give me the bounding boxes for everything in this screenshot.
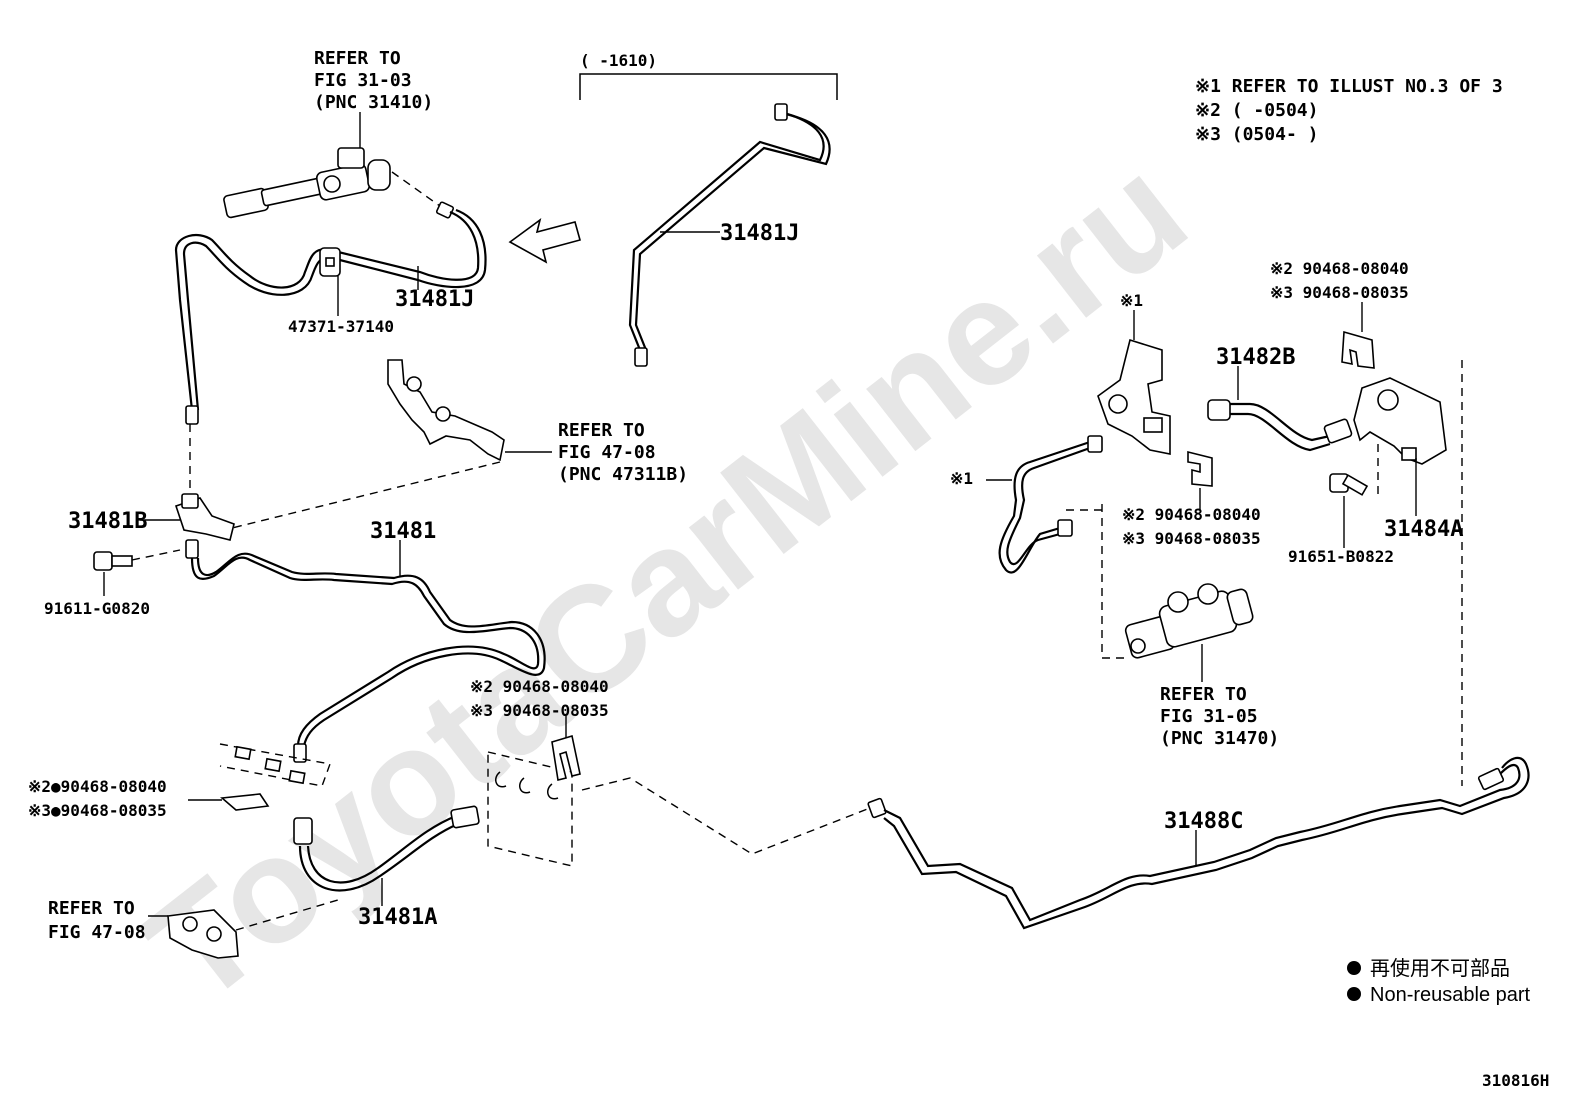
figure-code: 310816H: [1482, 1071, 1549, 1090]
bracket-31484A[interactable]: [1353, 377, 1447, 465]
clip-left[interactable]: [220, 793, 270, 811]
range-bracket: ( -1610): [579, 51, 838, 100]
pipe-31481[interactable]: [185, 539, 546, 763]
ref-3103-line2: FIG 31-03: [314, 70, 412, 91]
center-clip-panel: [487, 751, 573, 867]
ref-fig-31-03: REFER TO FIG 31-03 (PNC 31410): [314, 48, 433, 113]
ref-4708a-line1: REFER TO: [558, 420, 645, 441]
ref-4708b-line1: REFER TO: [48, 898, 135, 919]
direction-arrow: [508, 218, 581, 264]
hose-31482B[interactable]: [1207, 399, 1353, 452]
floor-clip-panel: [219, 743, 331, 787]
label-clip-left-2: ※2●90468-08040: [28, 777, 167, 796]
bracket-ref-illust-3[interactable]: [1097, 338, 1171, 455]
ref-3105-line1: REFER TO: [1160, 684, 1247, 705]
mark-1-left: ※1: [950, 469, 973, 488]
notes: ※1 REFER TO ILLUST NO.3 OF 3 ※2 ( -0504)…: [1195, 76, 1503, 145]
label-31482B: 31482B: [1216, 345, 1295, 370]
pipe-31481J-left[interactable]: [174, 201, 487, 425]
label-clip-center-3: ※3 90468-08035: [470, 701, 609, 720]
ref-fig-31-05: REFER TO FIG 31-05 (PNC 31470): [1160, 684, 1279, 749]
note-2: ※2 ( -0504): [1195, 100, 1318, 121]
note-3: ※3 (0504- ): [1195, 124, 1318, 145]
hose-31481A[interactable]: [293, 805, 480, 892]
label-clip-left-3: ※3●90468-08035: [28, 801, 167, 820]
label-clip-right-top-2: ※2 90468-08040: [1270, 259, 1409, 278]
label-31481B: 31481B: [68, 509, 147, 534]
label-clip-right-top-3: ※3 90468-08035: [1270, 283, 1409, 302]
label-clip-right-low-2: ※2 90468-08040: [1122, 505, 1261, 524]
bracket-31481B[interactable]: [174, 493, 235, 541]
label-91651-B0822: 91651-B0822: [1288, 547, 1394, 566]
clutch-release-cylinder[interactable]: [1124, 583, 1254, 659]
label-31484A: 31484A: [1384, 517, 1463, 542]
label-31481J-top: 31481J: [720, 221, 799, 246]
pipe-31488C[interactable]: [867, 756, 1530, 930]
label-31488C: 31488C: [1164, 809, 1243, 834]
ref-4708a-line2: FIG 47-08: [558, 442, 656, 463]
pipe-ref-illust-3[interactable]: [998, 435, 1103, 574]
label-31481: 31481: [370, 519, 436, 544]
ref-4708a-line3: (PNC 47311B): [558, 464, 688, 485]
label-31481A: 31481A: [358, 905, 437, 930]
ref-4708b-line2: FIG 47-08: [48, 922, 146, 943]
clip-center[interactable]: [551, 734, 581, 781]
ref-fig-47-08-bottom: REFER TO FIG 47-08: [48, 898, 146, 943]
bracket-47311B[interactable]: [387, 359, 505, 462]
label-clip-right-low-3: ※3 90468-08035: [1122, 529, 1261, 548]
clamp-fig-47-08[interactable]: [167, 909, 239, 959]
note-1: ※1 REFER TO ILLUST NO.3 OF 3: [1195, 76, 1503, 97]
ref-3105-line2: FIG 31-05: [1160, 706, 1258, 727]
label-clip-center-2: ※2 90468-08040: [470, 677, 609, 696]
clutch-master-cylinder[interactable]: [223, 147, 391, 219]
legend-en: Non-reusable part: [1370, 984, 1531, 1006]
label-47371-37140: 47371-37140: [288, 317, 394, 336]
clamp-47371[interactable]: [319, 247, 341, 277]
bolt-91651[interactable]: [1329, 473, 1369, 496]
bolt-91611[interactable]: [93, 551, 133, 571]
ref-fig-47-08-pnc: REFER TO FIG 47-08 (PNC 47311B): [558, 420, 688, 485]
clip-right-top[interactable]: [1341, 330, 1375, 369]
legend-jp: 再使用不可部品: [1370, 957, 1510, 980]
range-label: ( -1610): [580, 51, 657, 70]
label-31481J-left: 31481J: [395, 287, 474, 312]
ref-3105-line3: (PNC 31470): [1160, 728, 1279, 749]
ref-3103-line1: REFER TO: [314, 48, 401, 69]
watermark: ToyotaCarMine.ru: [116, 125, 1215, 1036]
pipe-31481J-top[interactable]: [628, 103, 831, 367]
label-91611-G0820: 91611-G0820: [44, 599, 150, 618]
clip-right-small[interactable]: [1187, 450, 1213, 487]
ref-3103-line3: (PNC 31410): [314, 92, 433, 113]
legend: 再使用不可部品 Non-reusable part: [1347, 957, 1531, 1006]
mark-1-top: ※1: [1120, 291, 1143, 310]
